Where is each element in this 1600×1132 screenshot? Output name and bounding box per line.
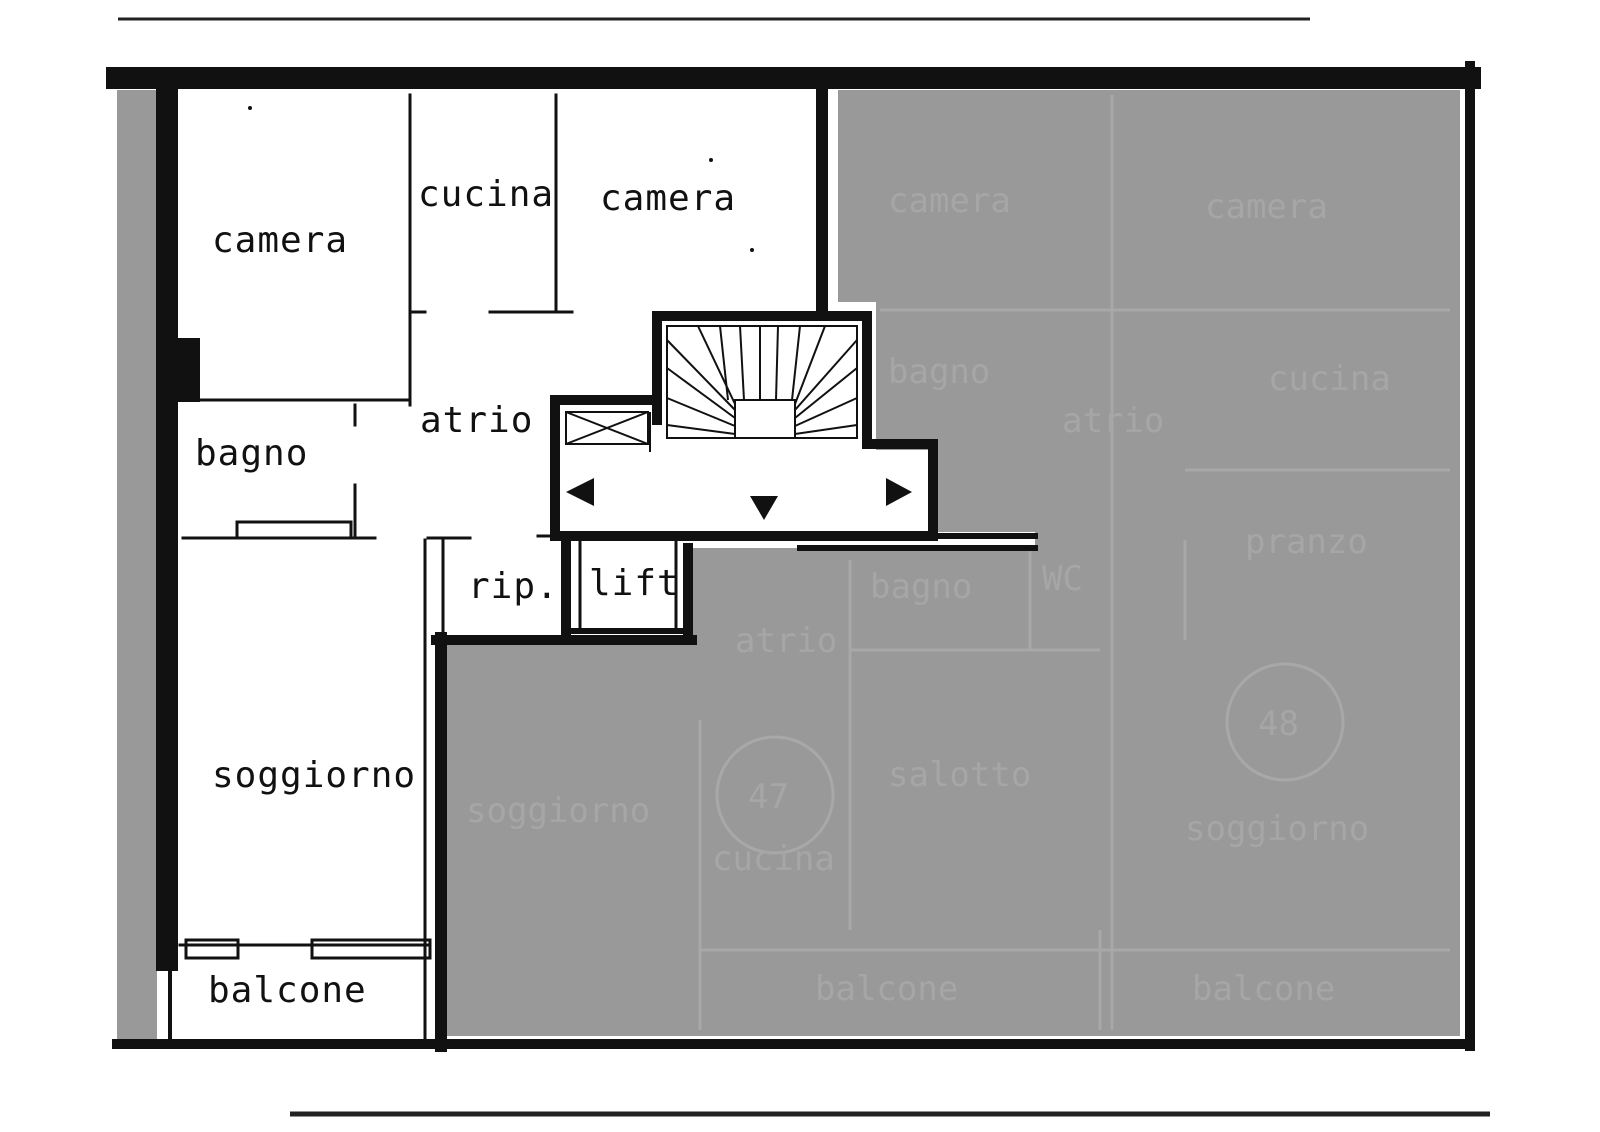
walls [106, 61, 1481, 1052]
staircase [565, 325, 858, 452]
ghost-label-cucina: cucina [712, 839, 835, 879]
room-label-rip: rip. [468, 566, 559, 607]
landing-arrows [566, 478, 912, 520]
room-label-atrio: atrio [420, 400, 533, 441]
masked-ghost-labels: camera camera bagno atrio cucina pranzo … [466, 181, 1391, 1009]
ghost-label-bagno: bagno [888, 352, 990, 392]
left-masked-strip [117, 90, 157, 1045]
room-labels: camera cucina camera atrio bagno rip. li… [195, 174, 736, 1011]
arrow-right-icon [886, 478, 912, 506]
room-label-balcone: balcone [208, 970, 367, 1011]
ghost-label-bagno: bagno [870, 567, 972, 607]
room-label-camera: camera [212, 220, 348, 261]
ghost-label-balcone: balcone [815, 969, 958, 1009]
ghost-label-balcone: balcone [1192, 969, 1335, 1009]
arrow-down-icon [750, 496, 778, 520]
ghost-label-unit-47: 47 [748, 777, 789, 817]
plan-dots [248, 106, 754, 252]
ghost-label-soggiorno: soggiorno [1185, 809, 1369, 849]
ghost-label-pranzo: pranzo [1245, 522, 1368, 562]
ghost-label-atrio: atrio [735, 621, 837, 661]
room-label-camera: camera [600, 178, 736, 219]
masked-area [445, 90, 1460, 1036]
room-label-lift: lift [589, 563, 680, 604]
room-label-soggiorno: soggiorno [212, 755, 416, 796]
ghost-label-soggiorno: soggiorno [466, 791, 650, 831]
ghost-label-camera: camera [888, 181, 1011, 221]
ghost-label-wc: WC [1042, 559, 1083, 599]
ghost-label-atrio: atrio [1062, 401, 1164, 441]
room-label-bagno: bagno [195, 433, 308, 474]
ghost-label-cucina: cucina [1268, 359, 1391, 399]
arrow-left-icon [566, 478, 594, 506]
ghost-label-salotto: salotto [888, 755, 1031, 795]
ghost-label-unit-48: 48 [1258, 704, 1299, 744]
room-label-cucina: cucina [418, 174, 554, 215]
ghost-label-camera: camera [1205, 187, 1328, 227]
